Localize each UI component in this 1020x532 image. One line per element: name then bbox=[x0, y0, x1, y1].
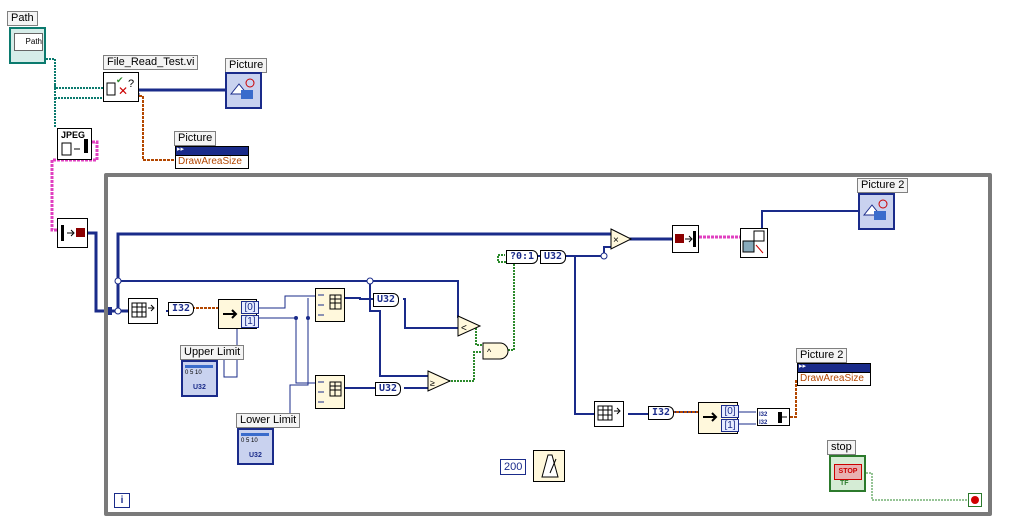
flatten-icon bbox=[675, 231, 696, 247]
stop-control[interactable]: STOP TF bbox=[829, 455, 866, 492]
to-u32-node-3[interactable]: U32 bbox=[540, 250, 567, 264]
svg-text:?: ? bbox=[128, 78, 134, 90]
draw-pixmap-icon bbox=[742, 230, 765, 254]
path-control[interactable]: Path bbox=[9, 27, 46, 64]
array-wire bbox=[88, 231, 107, 313]
picture2-indicator[interactable] bbox=[858, 193, 895, 230]
slider-icon bbox=[185, 365, 213, 368]
lower-limit-scale: 0 5 10 bbox=[241, 438, 258, 444]
path-wire bbox=[37, 58, 103, 98]
unflatten-pixmap-subvi[interactable] bbox=[57, 218, 88, 248]
picture2-indicator-label: Picture 2 bbox=[857, 178, 909, 193]
index-1: [1] bbox=[721, 419, 739, 432]
svg-text:≥: ≥ bbox=[430, 378, 435, 388]
array-subset-node-2[interactable] bbox=[315, 375, 345, 409]
svg-text:I32: I32 bbox=[759, 412, 768, 418]
stop-icon: STOP bbox=[834, 464, 862, 480]
wait-ms-constant[interactable]: 200 bbox=[500, 459, 527, 475]
array-subset-icon bbox=[318, 294, 342, 316]
array-to-cluster-1[interactable]: I32 bbox=[168, 302, 195, 316]
array-size-icon bbox=[597, 405, 621, 421]
bool-to-01-node[interactable]: ?0:1 bbox=[506, 250, 539, 264]
greater-equal-node: ≥ bbox=[427, 370, 452, 392]
less-than-node: < bbox=[457, 315, 482, 337]
index-array-node-2[interactable]: [0] [1] bbox=[698, 402, 739, 434]
upper-limit-scale: 0 5 10 bbox=[185, 370, 202, 376]
picture2-property-node[interactable]: ▸▸ DrawAreaSize bbox=[797, 363, 871, 386]
picture-property-node[interactable]: ▸▸ DrawAreaSize bbox=[175, 146, 249, 169]
svg-text:✔: ✔ bbox=[116, 75, 124, 85]
index-arrow-icon bbox=[703, 412, 718, 422]
wait-ms-node[interactable] bbox=[533, 450, 565, 482]
path-icon: Path bbox=[14, 33, 43, 51]
file-read-test-label: File_Read_Test.vi bbox=[103, 55, 199, 70]
and-node: ^ bbox=[482, 342, 509, 360]
refnum-wire bbox=[139, 95, 176, 161]
array-size-node-2[interactable] bbox=[594, 401, 624, 427]
upper-limit-label: Upper Limit bbox=[180, 345, 245, 360]
flatten-pixmap-subvi[interactable] bbox=[672, 225, 699, 253]
stop-label: stop bbox=[827, 440, 856, 455]
pixmap-icon bbox=[61, 225, 85, 241]
loop-condition-terminal bbox=[968, 493, 982, 507]
draw-flattened-pixmap-subvi[interactable] bbox=[740, 228, 768, 258]
picture-icon bbox=[229, 78, 255, 99]
to-u32-node-1[interactable]: U32 bbox=[373, 293, 400, 307]
array-to-cluster-2[interactable]: I32 bbox=[648, 406, 675, 420]
index-1: [1] bbox=[241, 315, 259, 328]
loop-iteration-terminal: i bbox=[114, 493, 130, 508]
upper-limit-control[interactable]: 0 5 10 U32 bbox=[181, 360, 218, 397]
svg-text:<: < bbox=[461, 323, 467, 334]
while-loop-frame[interactable] bbox=[104, 173, 992, 516]
index-arrow-icon bbox=[223, 309, 238, 319]
jpeg-wire bbox=[50, 140, 99, 232]
picture-indicator-label: Picture bbox=[225, 58, 268, 73]
slider-icon bbox=[241, 433, 269, 436]
picture-icon bbox=[862, 199, 888, 220]
array-size-node-1[interactable] bbox=[128, 298, 158, 324]
array-size-icon bbox=[131, 302, 155, 318]
index-array-node-1[interactable]: [0] [1] bbox=[218, 299, 259, 329]
to-u32-node-2[interactable]: U32 bbox=[375, 382, 402, 396]
lower-limit-label: Lower Limit bbox=[236, 413, 301, 428]
svg-text:I32: I32 bbox=[759, 420, 768, 425]
index-0: [0] bbox=[241, 301, 259, 314]
index-0: [0] bbox=[721, 405, 739, 418]
file-read-test-subvi[interactable]: ✕? ✔ bbox=[103, 72, 139, 102]
array-subset-node-1[interactable] bbox=[315, 288, 345, 322]
multiply-node: × bbox=[610, 228, 633, 250]
picture-property-label: Picture bbox=[174, 131, 217, 146]
path-label: Path bbox=[7, 11, 38, 26]
draw-area-size-property: DrawAreaSize bbox=[800, 373, 864, 384]
array-subset-icon bbox=[318, 381, 342, 403]
svg-text:✕: ✕ bbox=[118, 84, 128, 98]
svg-text:^: ^ bbox=[487, 347, 492, 357]
lower-limit-control[interactable]: 0 5 10 U32 bbox=[237, 428, 274, 465]
file-read-icon: ✕? ✔ bbox=[106, 75, 134, 98]
loop-tunnel bbox=[104, 307, 112, 315]
read-jpeg-subvi[interactable]: JPEG bbox=[57, 128, 92, 160]
jpeg-file-icon bbox=[61, 139, 88, 156]
picture-indicator[interactable] bbox=[225, 72, 262, 109]
draw-area-size-property: DrawAreaSize bbox=[178, 156, 242, 167]
picture2-property-label: Picture 2 bbox=[796, 348, 848, 363]
svg-text:×: × bbox=[613, 235, 619, 246]
metronome-icon bbox=[541, 454, 559, 478]
stop-dot-icon bbox=[971, 496, 979, 504]
